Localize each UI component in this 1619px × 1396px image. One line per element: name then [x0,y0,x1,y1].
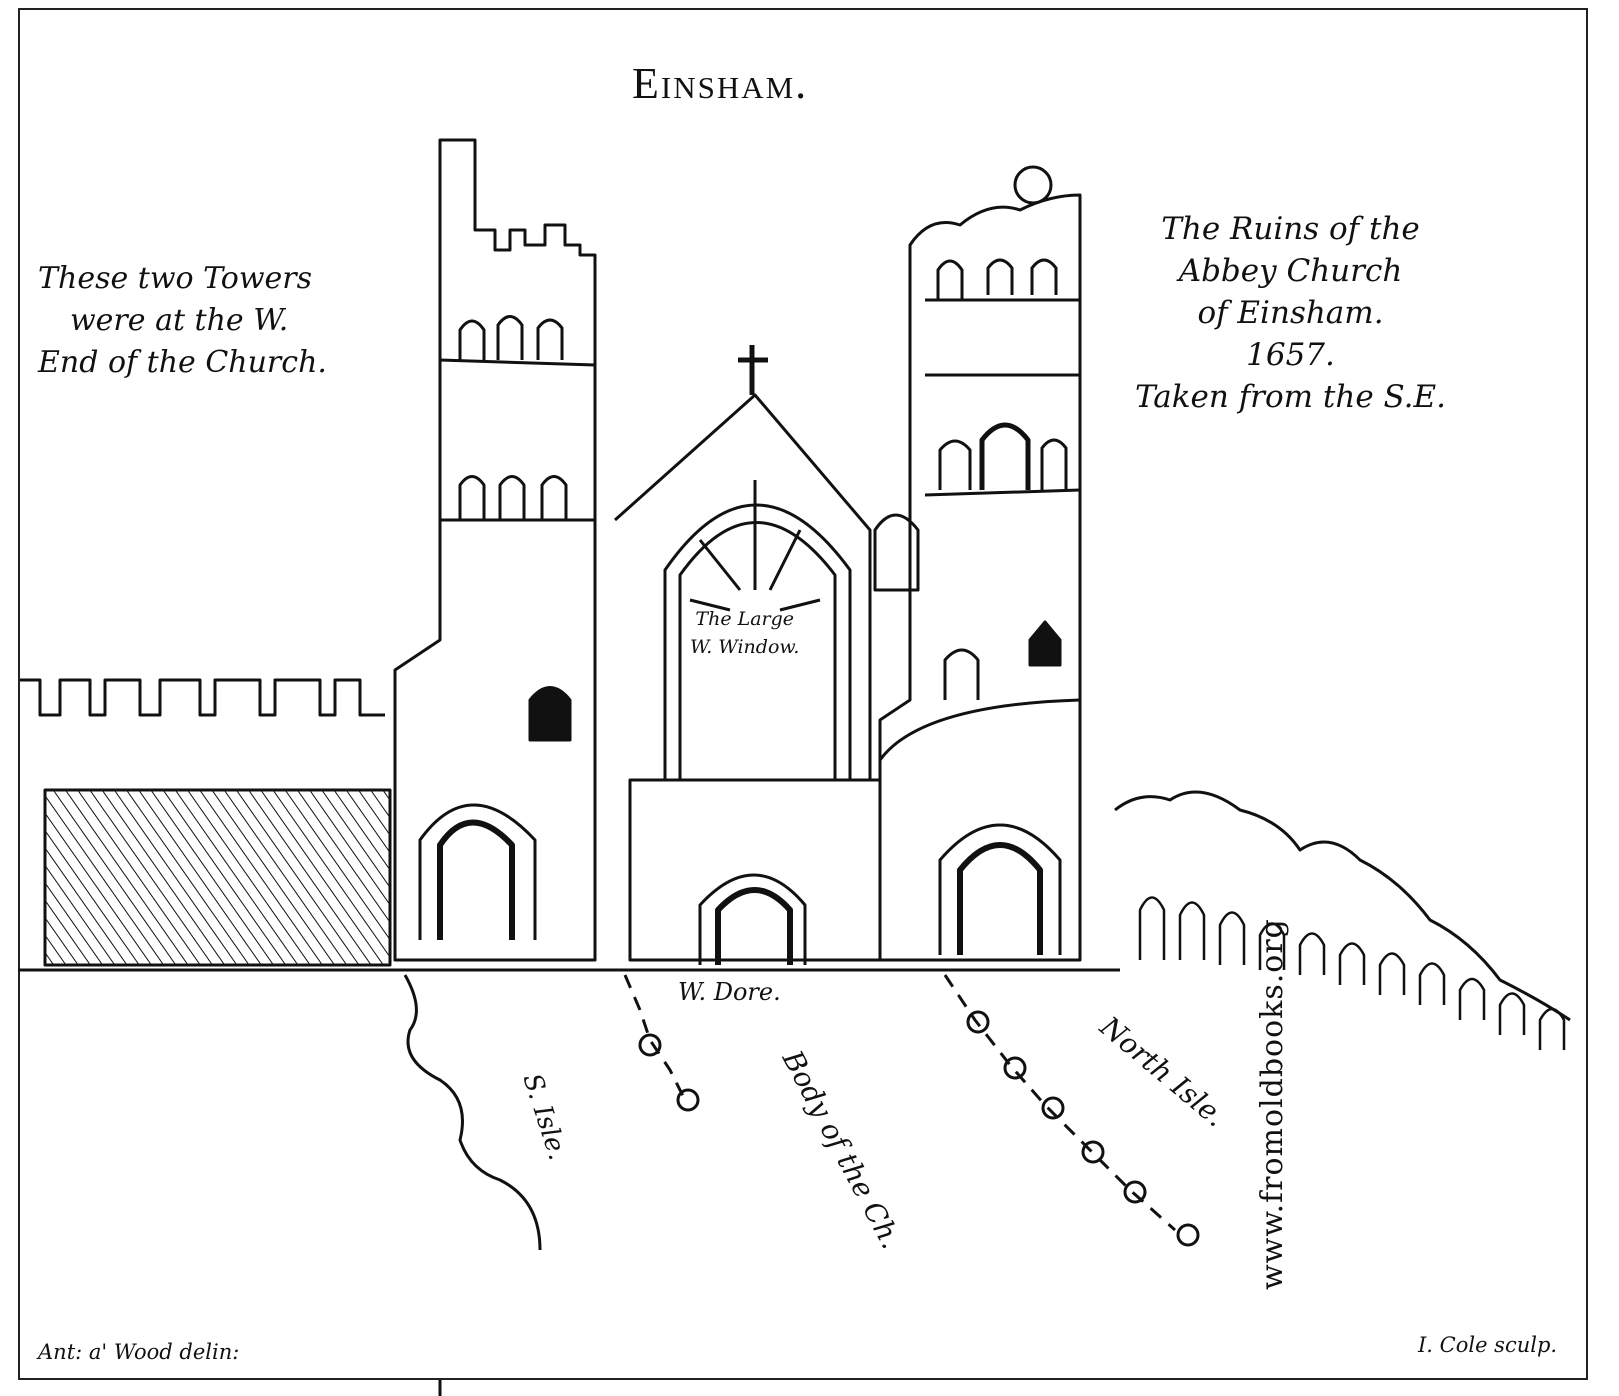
right-tower-arch [938,823,1062,955]
west-front-wall [628,778,882,962]
north-pillar-line [943,974,1176,1232]
left-note: These two Towers were at the W. End of t… [38,258,327,384]
left-note-line: These two Towers [38,261,313,296]
figure-on-tower [1013,165,1053,205]
right-tower [878,193,1082,962]
cross-icon [738,345,768,395]
window-label: The Large W. Window. [690,605,799,661]
delineator-credit: Ant: a' Wood delin: [38,1340,240,1364]
south-pillar-line [623,974,687,1101]
west-door-label: W. Dore. [678,978,781,1006]
right-note-line: 1657. [1246,337,1335,373]
row-of-trees [1138,896,1566,1050]
left-note-line: were at the W. [70,303,289,338]
hatched-wall [43,788,392,967]
central-gable [614,393,872,782]
engraving-border [18,8,1588,1380]
watermark: www.fromoldbooks.org [1255,918,1291,1290]
crenellated-wall [20,678,385,717]
engraver-credit: I. Cole sculp. [1418,1333,1558,1357]
left-tower-windows [458,315,572,742]
window-label-line: The Large [695,608,795,630]
right-note-line: The Ruins of the [1161,211,1420,247]
right-note: The Ruins of the Abbey Church of Einsham… [1135,208,1446,418]
left-tower-arch [418,803,537,940]
page-title: Einsham. [632,59,809,108]
west-door [698,873,807,965]
small-arched-window [873,513,920,592]
left-note-line: End of the Church. [38,345,327,380]
south-isle-boundary [403,974,542,1251]
right-note-line: Abbey Church [1178,253,1403,289]
right-note-line: Taken from the S.E. [1135,379,1446,415]
right-tower-windows [936,258,1068,700]
window-label-line: W. Window. [690,636,800,658]
left-tower [393,138,597,962]
right-note-line: of Einsham. [1197,295,1384,331]
hill-outline [1114,790,1571,1022]
